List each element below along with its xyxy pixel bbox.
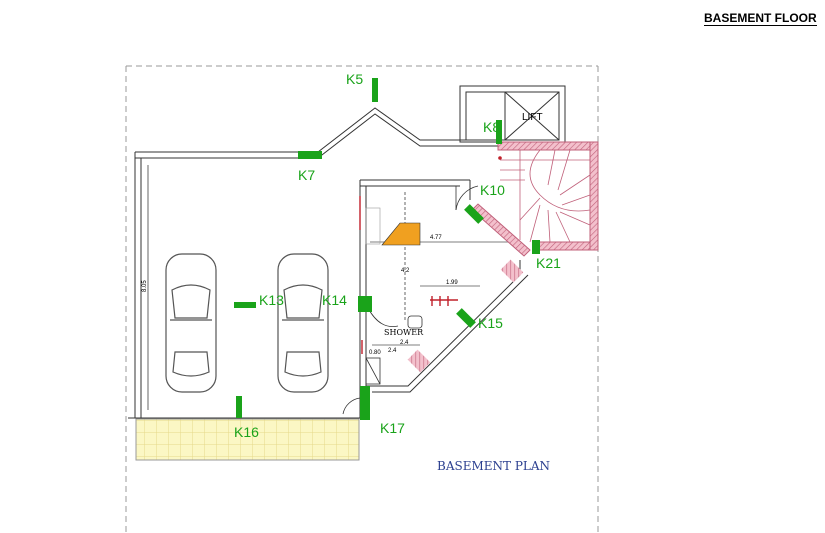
- dimension-42: 4.2: [401, 268, 410, 274]
- marker-k10: K10: [480, 182, 505, 198]
- plan-title: BASEMENT PLAN: [437, 459, 550, 473]
- marker-k14: K14: [322, 292, 347, 308]
- marker-k17: K17: [380, 420, 405, 436]
- marker-k15: K15: [478, 315, 503, 331]
- car-left: [165, 253, 217, 393]
- dimension-805: 8.05: [142, 280, 148, 292]
- marker-k5: K5: [346, 71, 363, 87]
- terrace: [135, 418, 360, 461]
- car-right: [277, 253, 329, 393]
- lift: [459, 85, 566, 143]
- lift-label: LIFT: [522, 112, 543, 123]
- door-swings: [342, 185, 479, 415]
- storage-fill: [381, 222, 421, 246]
- garage-walls: [128, 107, 500, 419]
- marker-k7: K7: [298, 167, 315, 183]
- dimension-477: 4.77: [430, 235, 442, 241]
- marker-bars: [234, 78, 540, 420]
- shower-label: SHOWER: [384, 328, 424, 337]
- shower-area: [365, 307, 423, 385]
- dimension-199: 1.99: [446, 280, 458, 286]
- marker-k8: K8: [483, 119, 500, 135]
- marker-k13: K13: [259, 292, 284, 308]
- page-title: BASEMENT FLOOR: [704, 11, 817, 26]
- staircase: [471, 141, 599, 257]
- core-walls: [359, 179, 529, 418]
- dimension-24b: 2.4: [388, 348, 397, 354]
- property-boundary: [125, 65, 599, 533]
- marker-k16: K16: [234, 424, 259, 440]
- marker-k21: K21: [536, 255, 561, 271]
- dimension-24a: 2.4: [400, 340, 409, 346]
- dimension-080: 0.80: [369, 350, 381, 356]
